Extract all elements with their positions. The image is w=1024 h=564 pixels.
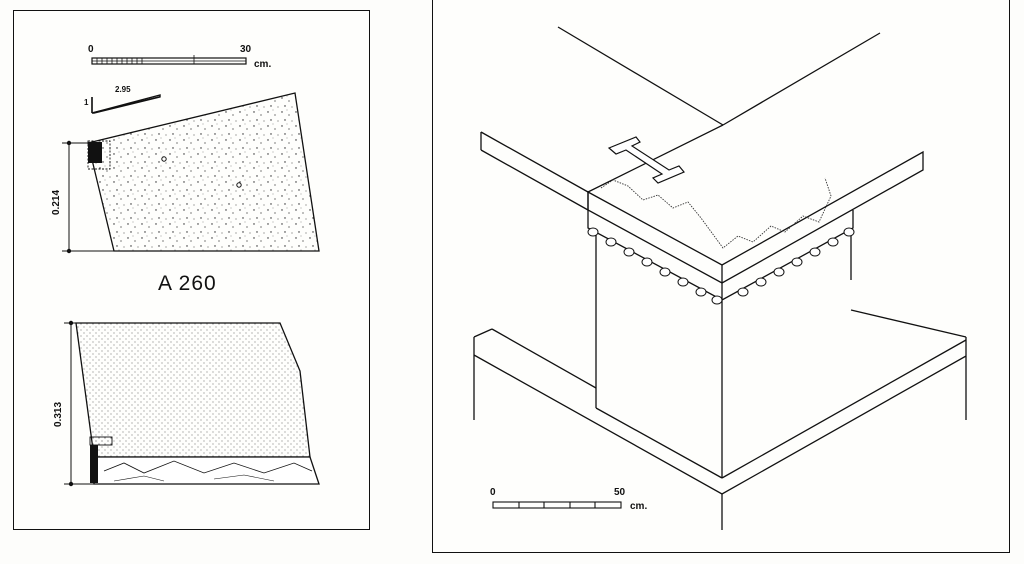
scale-end-label-right: 50 [614, 487, 626, 498]
isometric-drawing [473, 26, 967, 530]
left-plate: 0 30 cm. 2.95 1 0.214 0.313 A 260 [13, 10, 370, 530]
scale-unit-label-right: cm. [630, 501, 648, 512]
block-section [64, 320, 320, 487]
scale-start-label-right: 0 [490, 487, 496, 498]
right-plate: 0 50 cm. [432, 0, 1010, 553]
section-height-label: 0.313 [53, 401, 64, 427]
scale-end-label: 30 [240, 44, 252, 55]
scale-unit-label: cm. [254, 59, 272, 70]
profile-height-label: 0.214 [51, 189, 62, 215]
scale-start-label: 0 [88, 44, 94, 55]
slope-label: 2.95 [115, 85, 131, 94]
catalog-id: A 260 [158, 272, 217, 295]
clamp [607, 136, 685, 184]
scale-bar-right [492, 501, 622, 509]
left-plate-drawing [62, 55, 320, 487]
scale-bar-left [91, 55, 247, 65]
block-profile [62, 92, 320, 254]
slope-base-label: 1 [84, 98, 89, 107]
